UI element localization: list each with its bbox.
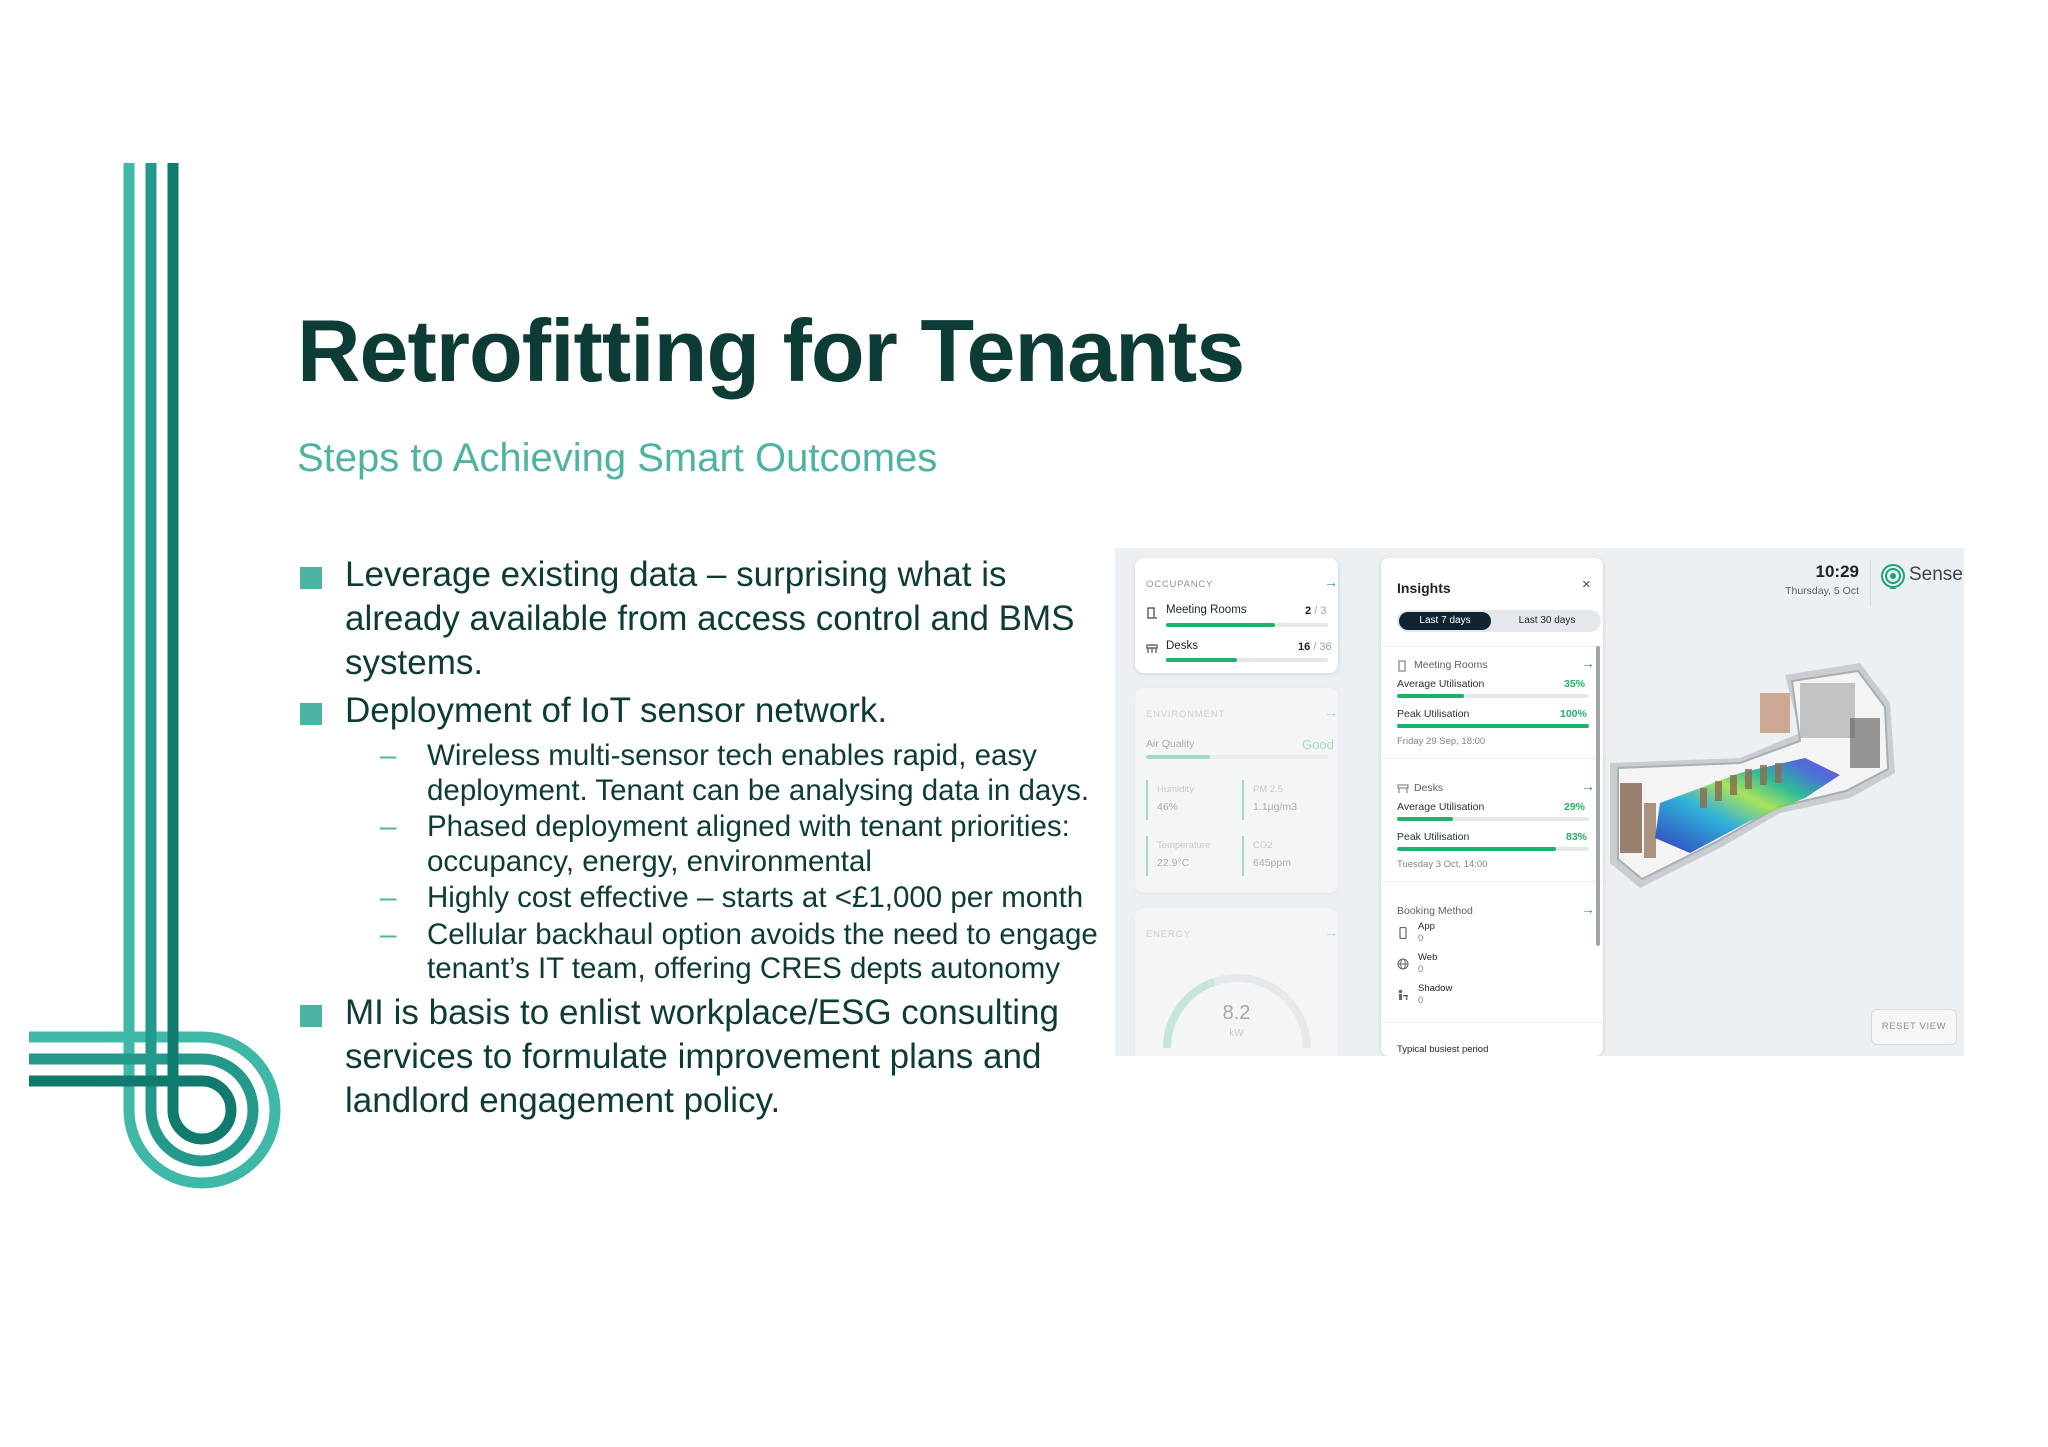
door-icon <box>1398 660 1406 672</box>
desk-icon <box>1397 784 1409 793</box>
arrow-right-icon[interactable]: → <box>1324 924 1338 940</box>
desks-bar <box>1166 658 1328 662</box>
period-toggle: Last 7 days Last 30 days <box>1397 610 1601 632</box>
dash-icon: – <box>380 739 397 772</box>
booking-web-label: Web <box>1418 952 1438 963</box>
sub-bullet-list: –Wireless multi-sensor tech enables rapi… <box>345 739 1117 987</box>
bullet-square-icon <box>300 1004 322 1027</box>
booking-shadow-value: 0 <box>1418 995 1424 1006</box>
senseiq-logo-icon <box>1881 564 1905 589</box>
slide-title: Retrofitting for Tenants <box>297 301 1245 400</box>
sub-bullet-item: –Phased deployment aligned with tenant p… <box>380 810 1070 878</box>
occupancy-label: OCCUPANCY <box>1146 579 1214 590</box>
temperature-value: 22.9°C <box>1157 857 1190 869</box>
desks-label: Desks <box>1166 640 1198 652</box>
sub-bullet-item: –Cellular backhaul option avoids the nee… <box>380 917 1098 986</box>
energy-value: 8.2 <box>1222 1002 1251 1024</box>
desks-count: 16 / 36 <box>1298 641 1332 653</box>
bullet-square-icon <box>300 567 322 589</box>
bullet-text: MI is basis to enlist workplace/ESG cons… <box>345 992 1059 1120</box>
bullet-item: MI is basis to enlist workplace/ESG cons… <box>297 991 1117 1123</box>
tab-last-30-days[interactable]: Last 30 days <box>1518 615 1576 626</box>
insights-title: Insights <box>1397 580 1451 596</box>
senseiq-logo-text: SenseIQ <box>1909 564 1964 585</box>
meeting-rooms-title: Meeting Rooms <box>1414 659 1488 671</box>
avg-utilisation-value: 35% <box>1564 678 1586 690</box>
desks-title: Desks <box>1414 782 1444 794</box>
clock-date: Thursday, 5 Oct <box>1785 585 1859 597</box>
arrow-right-icon[interactable]: → <box>1324 574 1338 590</box>
pm25-value: 1.1µg/m3 <box>1253 801 1297 813</box>
tab-last-7-days[interactable]: Last 7 days <box>1399 612 1491 630</box>
humidity-label: Humidity <box>1157 784 1194 795</box>
meeting-rooms-count: 2 / 3 <box>1305 605 1327 617</box>
bullet-square-icon <box>300 703 322 725</box>
meeting-rooms-bar <box>1166 623 1328 627</box>
insights-panel: Insights × Last 7 days Last 30 days Meet… <box>1381 558 1603 1056</box>
arrow-right-icon[interactable]: → <box>1581 778 1595 794</box>
desk-icon <box>1146 644 1158 653</box>
booking-shadow-label: Shadow <box>1418 983 1453 994</box>
energy-gauge <box>1163 974 1311 1049</box>
bullet-text: Leverage existing data – surprising what… <box>345 555 1075 682</box>
bullet-item: Leverage existing data – surprising what… <box>297 553 1117 685</box>
pm25-label: PM 2.5 <box>1253 784 1284 795</box>
temperature-label: Temperature <box>1157 840 1211 851</box>
arrow-right-icon[interactable]: → <box>1581 655 1595 671</box>
slide-subtitle: Steps to Achieving Smart Outcomes <box>297 436 938 480</box>
arrow-right-icon[interactable]: → <box>1581 901 1595 917</box>
avg-utilisation-label: Average Utilisation <box>1397 678 1485 690</box>
environment-card[interactable]: ENVIRONMENT → Air Quality Good Humidity … <box>1135 688 1338 893</box>
dash-icon: – <box>380 881 397 914</box>
peak-utilisation-value: 83% <box>1566 831 1588 843</box>
air-quality-value: Good <box>1302 737 1334 752</box>
energy-card[interactable]: ENERGY → 8.2 kW <box>1135 908 1338 1056</box>
sub-bullet-item: –Highly cost effective – starts at <£1,0… <box>380 881 1084 914</box>
peak-utilisation-label: Peak Utilisation <box>1397 831 1470 843</box>
co2-value: 645ppm <box>1253 857 1291 869</box>
arrow-right-icon[interactable]: → <box>1324 704 1338 720</box>
booking-web-value: 0 <box>1418 964 1424 975</box>
phone-icon <box>1399 927 1407 939</box>
bullet-item: Deployment of IoT sensor network. –Wirel… <box>297 689 1117 987</box>
booking-app-label: App <box>1418 921 1435 932</box>
energy-label: ENERGY <box>1146 929 1191 940</box>
clock-time: 10:29 <box>1815 562 1859 581</box>
avg-utilisation-value: 29% <box>1564 801 1586 813</box>
peak-time: Tuesday 3 Oct, 14:00 <box>1397 859 1488 870</box>
co2-label: CO2 <box>1253 840 1273 851</box>
bullet-list: Leverage existing data – surprising what… <box>297 553 1117 1127</box>
globe-icon <box>1397 958 1409 970</box>
scrollbar[interactable] <box>1596 646 1600 946</box>
environment-label: ENVIRONMENT <box>1146 709 1225 720</box>
dashboard-screenshot: OCCUPANCY → Meeting Rooms 2 / 3 Desks 16… <box>1115 548 1964 1056</box>
close-icon[interactable]: × <box>1582 576 1591 593</box>
peak-utilisation-value: 100% <box>1560 708 1587 720</box>
peak-utilisation-label: Peak Utilisation <box>1397 708 1470 720</box>
sub-bullet-item: –Wireless multi-sensor tech enables rapi… <box>380 739 1090 807</box>
door-icon <box>1147 607 1157 619</box>
bullet-text: Deployment of IoT sensor network. <box>345 691 888 730</box>
busiest-period-label: Typical busiest period <box>1397 1044 1489 1055</box>
humidity-value: 46% <box>1157 801 1179 813</box>
occupancy-card[interactable]: OCCUPANCY → Meeting Rooms 2 / 3 Desks 16… <box>1135 558 1338 673</box>
peak-time: Friday 29 Sep, 18:00 <box>1397 736 1486 747</box>
booking-app-value: 0 <box>1418 933 1424 944</box>
dash-icon: – <box>380 810 397 843</box>
person-desk-icon <box>1398 989 1408 1000</box>
booking-method-title: Booking Method <box>1397 905 1473 917</box>
avg-utilisation-label: Average Utilisation <box>1397 801 1485 813</box>
meeting-rooms-label: Meeting Rooms <box>1166 604 1247 616</box>
air-quality-label: Air Quality <box>1146 738 1195 750</box>
energy-unit: kW <box>1229 1028 1244 1039</box>
reset-view-button[interactable]: RESET VIEW <box>1871 1009 1957 1045</box>
floor-plan-heatmap[interactable] <box>1600 663 1920 888</box>
decorative-lines <box>29 163 281 1189</box>
dash-icon: – <box>380 917 397 951</box>
